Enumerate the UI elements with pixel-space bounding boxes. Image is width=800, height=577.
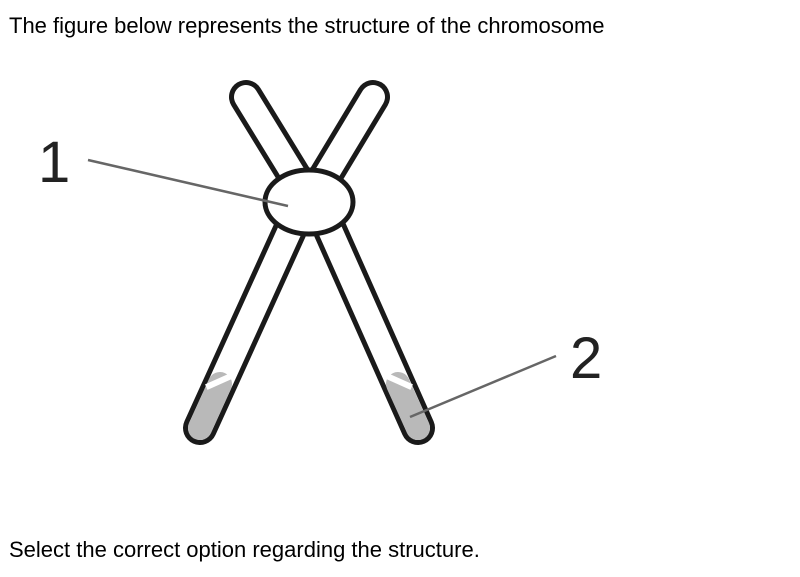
label-2: 2	[570, 326, 602, 391]
label-1: 1	[38, 130, 70, 195]
chromosome-diagram	[183, 80, 435, 445]
pointer-line-2	[409, 354, 557, 419]
question-prompt: Select the correct option regarding the …	[9, 537, 480, 562]
centromere	[262, 167, 356, 237]
telomere-left	[188, 372, 232, 440]
pointer-line-1	[87, 158, 289, 208]
question-intro: The figure below represents the structur…	[9, 13, 605, 38]
telomere-right	[386, 372, 430, 440]
